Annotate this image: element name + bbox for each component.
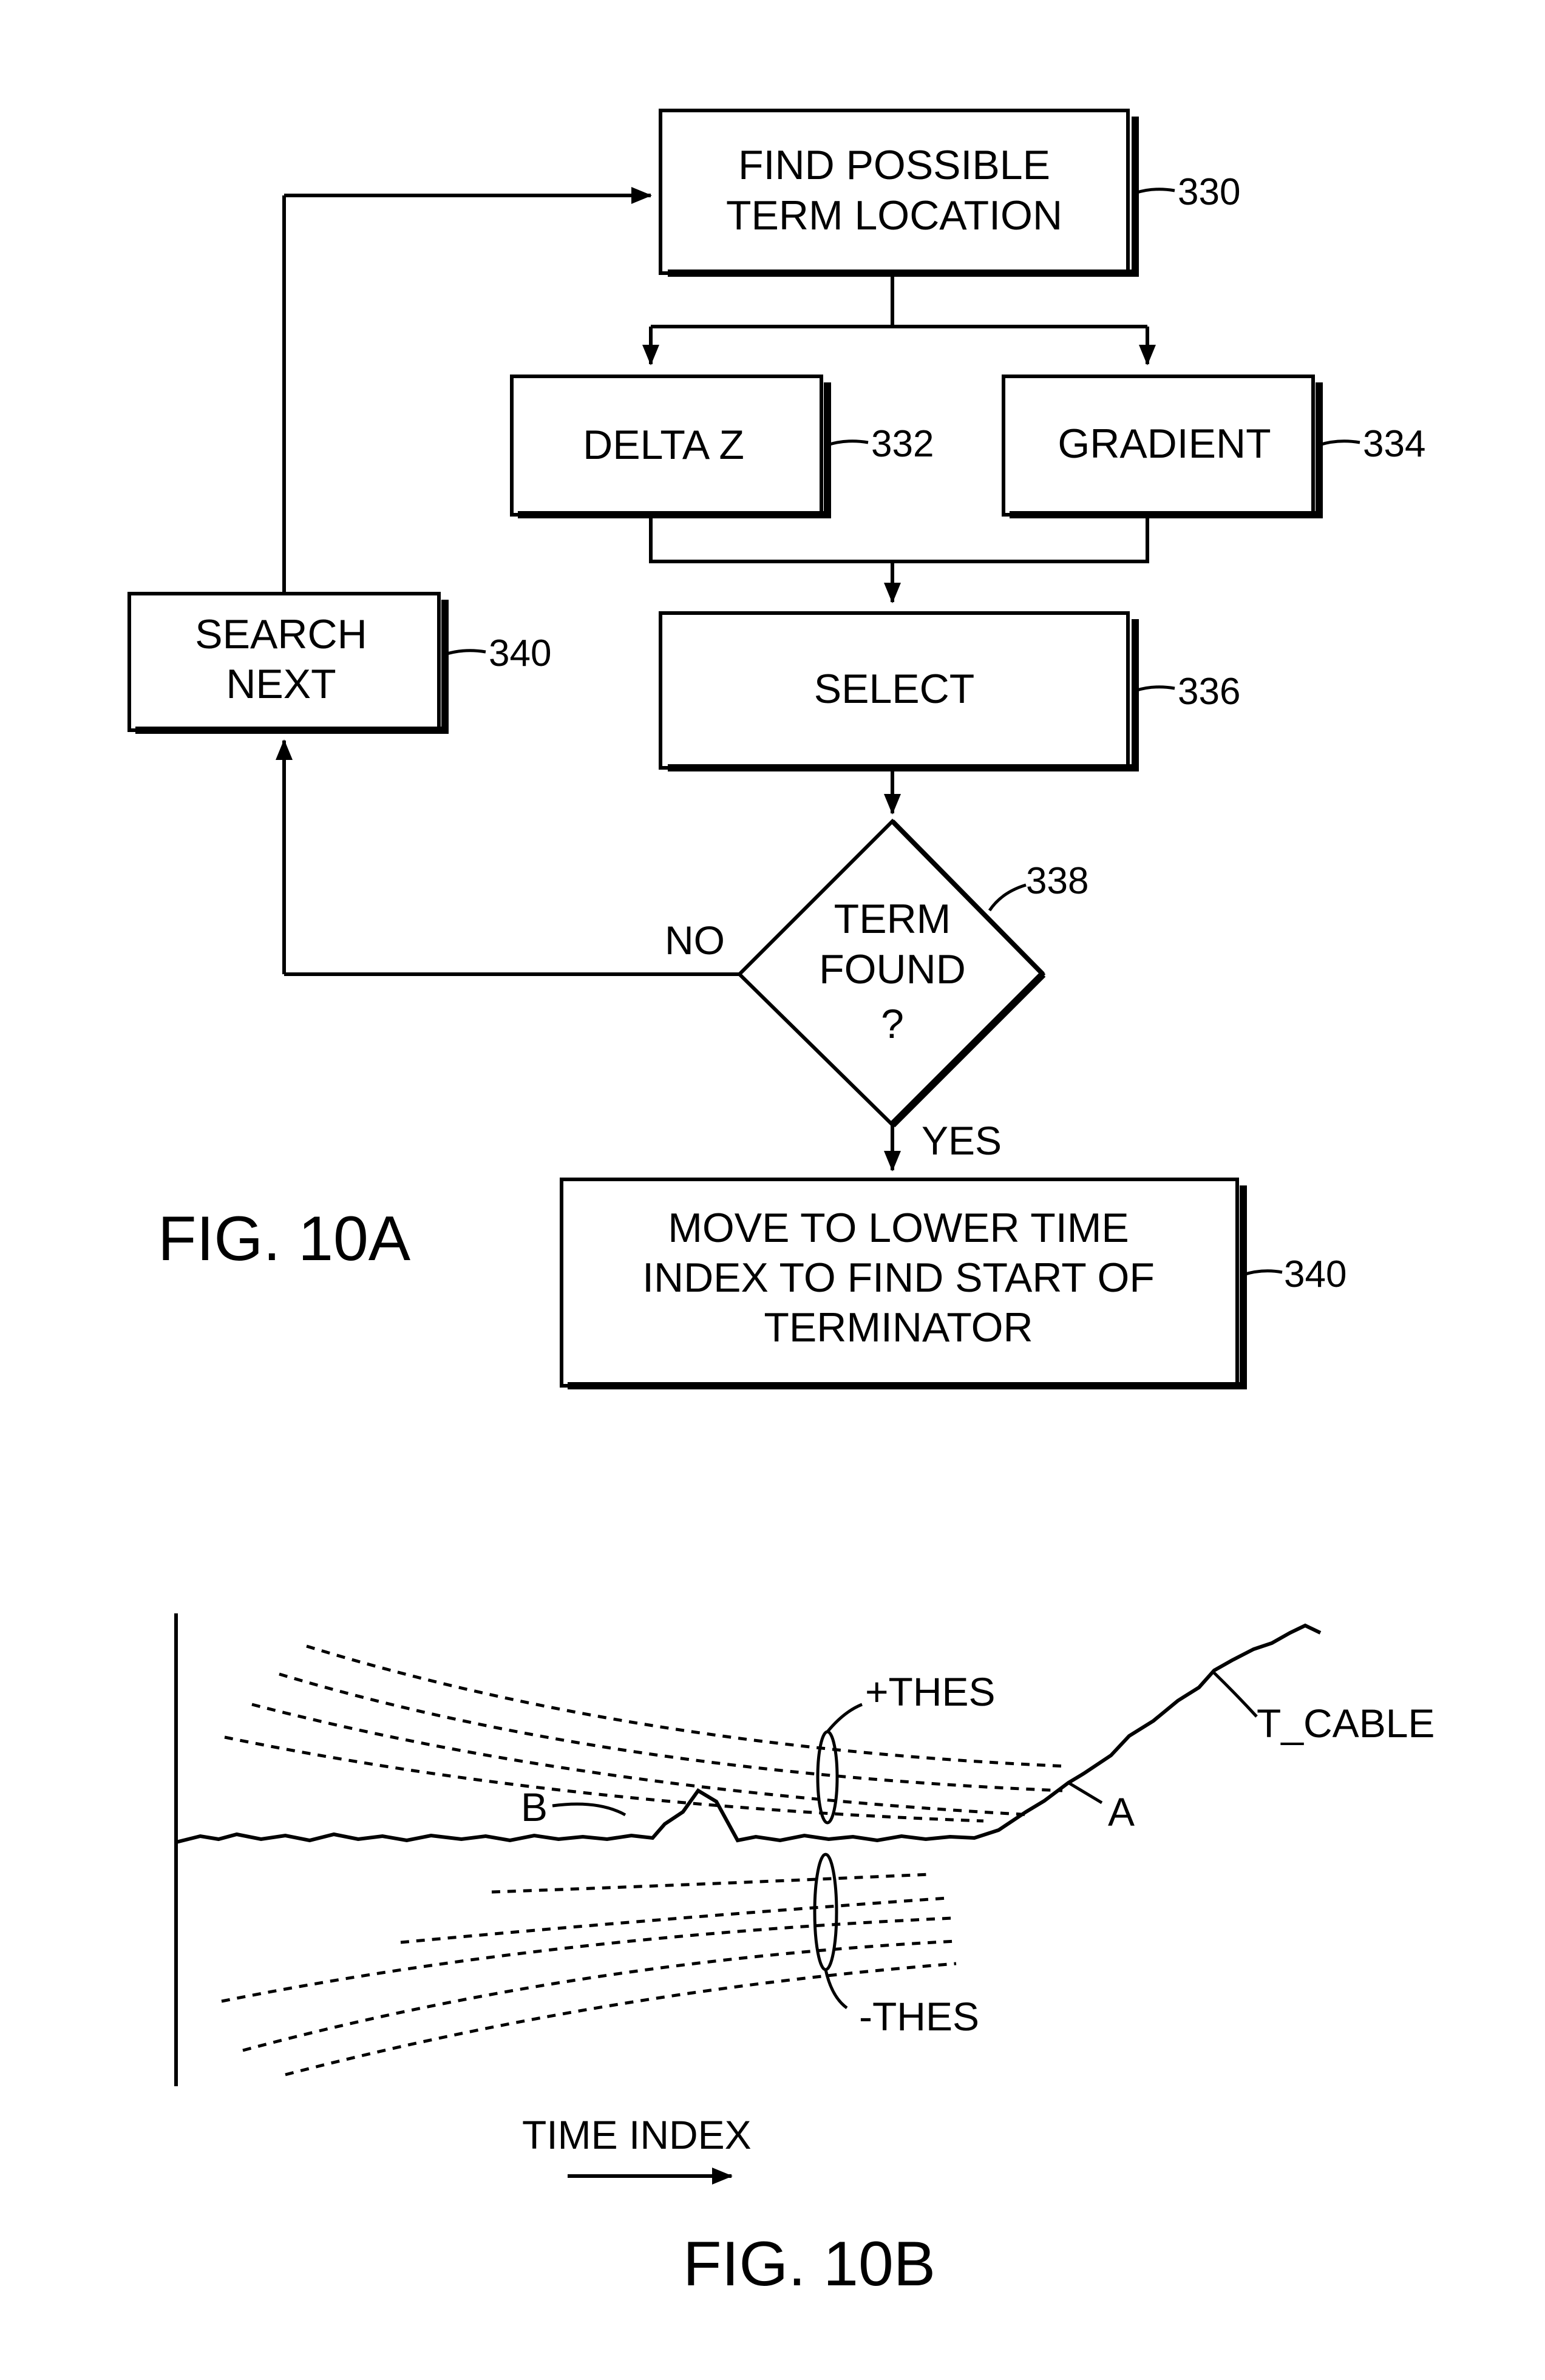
plus-thes-group-oval bbox=[818, 1732, 837, 1823]
box-label-find-line1: FIND POSSIBLE bbox=[738, 142, 1050, 188]
fig-10a-title: FIG. 10A bbox=[158, 1204, 411, 1274]
decision-label-line3: ? bbox=[881, 1001, 904, 1047]
ref-340-move: 340 bbox=[1284, 1253, 1346, 1295]
ref-330: 330 bbox=[1178, 171, 1240, 213]
box-label-gradient: GRADIENT bbox=[1058, 421, 1271, 467]
leader-plus-thes bbox=[827, 1704, 862, 1732]
label-minus-thes: -THES bbox=[859, 1994, 979, 2039]
box-label-move-line3: TERMINATOR bbox=[764, 1304, 1033, 1351]
connector-merge bbox=[651, 515, 1147, 561]
ref-334: 334 bbox=[1363, 423, 1425, 465]
box-label-select: SELECT bbox=[814, 666, 975, 712]
leader-340-move bbox=[1243, 1271, 1282, 1275]
fig-10a-flowchart bbox=[129, 110, 1360, 1386]
fig-10b-plot bbox=[176, 1613, 1320, 2176]
box-label-find-line2: TERM LOCATION bbox=[726, 192, 1062, 239]
label-point-a: A bbox=[1108, 1789, 1135, 1834]
minus-thes-curve-2 bbox=[401, 1898, 947, 1942]
box-label-search-line1: SEARCH bbox=[195, 611, 367, 657]
t-cable-trace bbox=[176, 1626, 1320, 1842]
ref-338: 338 bbox=[1026, 860, 1088, 902]
leader-340-search bbox=[445, 651, 486, 654]
label-plus-thes: +THES bbox=[865, 1669, 996, 1714]
leader-330 bbox=[1135, 189, 1175, 193]
fig-10b-title: FIG. 10B bbox=[683, 2229, 935, 2299]
ref-340-search-next: 340 bbox=[489, 632, 551, 674]
minus-thes-curve-3 bbox=[222, 1918, 953, 2001]
decision-label-line1: TERM bbox=[834, 896, 951, 942]
ref-336: 336 bbox=[1178, 671, 1240, 713]
minus-thes-curve-5 bbox=[285, 1964, 956, 2075]
box-find-possible-term-location bbox=[660, 110, 1135, 273]
leader-t-cable bbox=[1214, 1673, 1257, 1717]
leader-336 bbox=[1135, 687, 1175, 691]
leader-point-b bbox=[552, 1804, 625, 1815]
leader-338 bbox=[990, 885, 1026, 910]
edge-label-no: NO bbox=[665, 918, 725, 963]
minus-thes-group-oval bbox=[815, 1854, 837, 1970]
box-label-move-line1: MOVE TO LOWER TIME bbox=[668, 1205, 1129, 1251]
leader-point-a bbox=[1068, 1783, 1102, 1803]
label-point-b: B bbox=[521, 1785, 548, 1829]
plus-thes-curve-3 bbox=[252, 1704, 1032, 1815]
fig-10b-text: +THES -THES T_CABLE A B TIME INDEX FIG. … bbox=[521, 1669, 1435, 2299]
minus-thes-curve-4 bbox=[243, 1941, 956, 2050]
box-label-search-line2: NEXT bbox=[226, 661, 336, 707]
leader-334 bbox=[1319, 441, 1360, 445]
leader-332 bbox=[827, 441, 868, 445]
ref-332: 332 bbox=[871, 423, 934, 465]
label-t-cable: T_CABLE bbox=[1257, 1701, 1435, 1746]
box-label-delta-z: DELTA Z bbox=[583, 422, 744, 468]
minus-thes-curve-1 bbox=[492, 1874, 929, 1892]
edge-label-yes: YES bbox=[922, 1118, 1002, 1163]
decision-label-line2: FOUND bbox=[819, 946, 966, 992]
box-label-move-line2: INDEX TO FIND START OF bbox=[642, 1255, 1155, 1301]
label-time-index: TIME INDEX bbox=[522, 2112, 752, 2157]
